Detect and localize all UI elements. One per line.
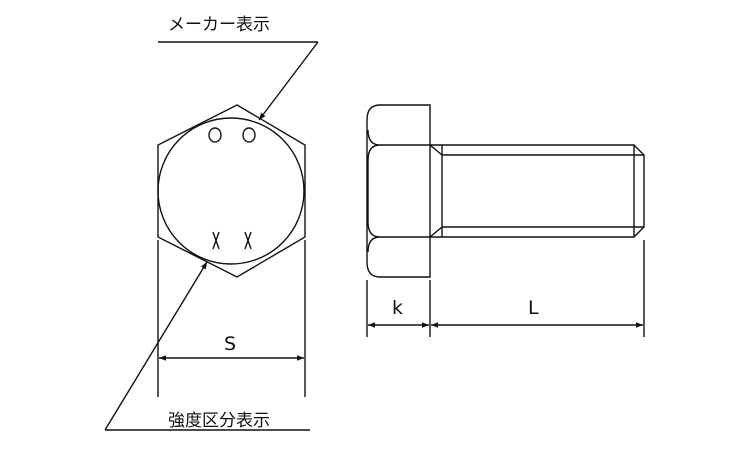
dimension-l-label: L: [528, 297, 539, 319]
hex-head-outline: [157, 104, 306, 278]
shank-outline: [430, 144, 645, 238]
strength-symbol-x-2: [244, 231, 252, 250]
side-head-faces: [367, 129, 430, 253]
thread-lines: [429, 144, 644, 238]
maker-mark-label: メーカー表示: [168, 15, 270, 35]
bearing-circle: [157, 117, 305, 265]
side-head-outline: [366, 104, 431, 278]
strength-leader-arrow: [104, 261, 208, 431]
maker-leader-arrow: [258, 41, 319, 121]
strength-symbol-x-1: [212, 231, 220, 250]
maker-symbol-o-2: [242, 127, 256, 143]
strength-class-label: 強度区分表示: [168, 411, 270, 431]
kl-extension-lines: [366, 240, 645, 337]
maker-symbol-o-1: [208, 127, 222, 143]
s-extension-lines: [157, 240, 306, 397]
dimension-k-label: k: [392, 297, 404, 319]
dimension-s-label: S: [224, 333, 237, 355]
